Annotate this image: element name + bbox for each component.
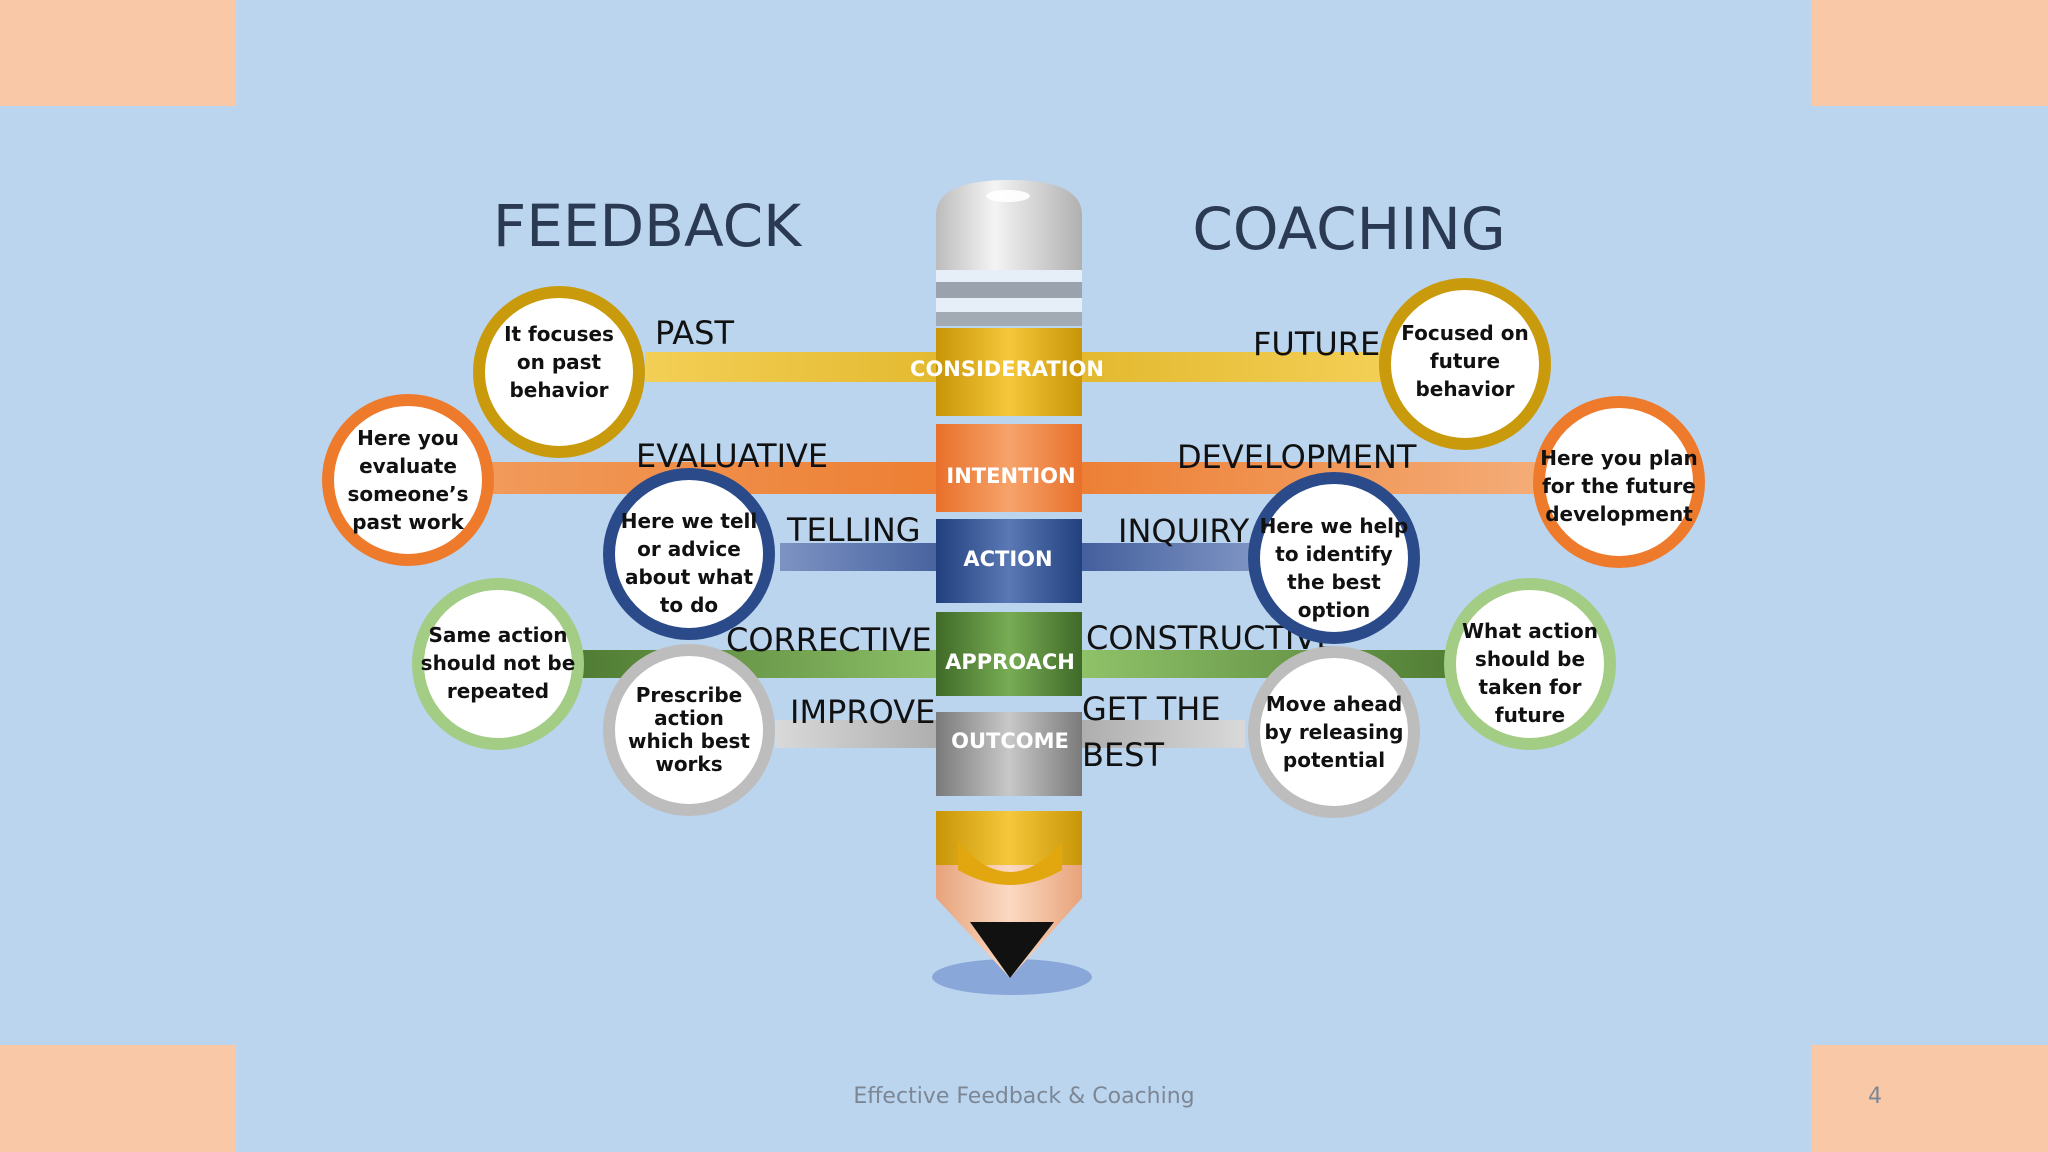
circle-text-line: It focuses [504,322,614,346]
circle-text-line: Same action [428,623,567,647]
ferrule-stripe [936,270,1082,282]
coaching-heading: COACHING [1192,195,1505,263]
past-label: PAST [655,314,734,352]
segment-intention [936,424,1082,512]
circle-constructive: What action should be taken for future [1444,578,1616,750]
improve-label: IMPROVE [790,693,935,731]
corner-bottom-right [1812,1045,2048,1152]
circle-text-line: repeated [447,679,549,703]
pencil [932,180,1092,995]
pencil-shadow [932,959,1092,995]
eraser-highlight [986,190,1030,202]
circle-text-line: for the future [1542,474,1696,498]
circle-text-line: should not be [421,651,576,675]
circle-text-line: the best [1287,570,1381,594]
consideration-label: CONSIDERATION [910,357,1104,381]
pencil-shaving-edge [958,842,1062,885]
telling-label: TELLING [786,511,921,549]
ferrule-stripe-2 [936,298,1082,312]
circle-text-line: works [655,752,722,776]
circle-text-line: Here we tell [621,509,758,533]
pencil-eraser [936,180,1082,270]
circle-past: It focuses on past behavior [473,286,645,458]
circle-corrective: Same action should not be repeated [412,578,584,750]
circle-text-line: future [1495,703,1565,727]
circle-evaluative-text: Here you evaluate someone’s past work [347,426,468,534]
circle-text-line: to identify [1275,542,1392,566]
get-the-label: GET THE [1082,690,1221,728]
circle-text-line: future [1430,349,1500,373]
corner-top-right [1812,0,2048,106]
circle-text-line: Focused on [1401,321,1528,345]
segment-consideration [936,328,1082,416]
development-label: DEVELOPMENT [1177,438,1417,476]
corner-top-left [0,0,236,106]
circle-text-line: option [1298,598,1370,622]
circle-past-text: It focuses on past behavior [504,322,614,402]
action-label: ACTION [963,547,1052,571]
circle-text-line: action [654,706,724,730]
circle-text-line: Here you plan [1540,446,1698,470]
future-label: FUTURE [1253,325,1380,363]
evaluative-label: EVALUATIVE [636,437,828,475]
segment-action [936,519,1082,603]
circle-evaluative: Here you evaluate someone’s past work [322,394,494,566]
circle-text-line: behavior [1415,377,1514,401]
circle-constructive-text: What action should be taken for future [1462,619,1598,727]
best-label: BEST [1082,736,1164,774]
circle-text-line: should be [1475,647,1585,671]
circle-development: Here you plan for the future development [1533,396,1705,568]
segment-outcome [936,712,1082,796]
circle-corrective-text: Same action should not be repeated [421,623,576,703]
footer-title: Effective Feedback & Coaching [853,1084,1195,1109]
pencil-lead [970,922,1054,978]
circle-telling: Here we tell or advice about what to do [603,468,775,640]
outcome-label: OUTCOME [951,729,1069,753]
circle-telling-text: Here we tell or advice about what to do [621,509,758,617]
approach-label: APPROACH [945,650,1075,674]
circle-text-line: past work [352,510,464,534]
circle-inquiry: Here we help to identify the best option [1248,472,1420,644]
circle-future: Focused on future behavior [1379,278,1551,450]
circle-text-line: on past [517,350,602,374]
circle-text-line: or advice [637,537,741,561]
circle-text-line: potential [1283,748,1385,772]
feedback-heading: FEEDBACK [493,192,803,260]
circle-development-text: Here you plan for the future development [1540,446,1698,526]
circle-text-line: taken for [1479,675,1582,699]
circle-text-line: about what [625,565,754,589]
intention-label: INTENTION [946,464,1075,488]
circle-text-line: What action [1462,619,1598,643]
circle-text-line: Move ahead [1266,692,1402,716]
corrective-label: CORRECTIVE [726,621,932,659]
circle-get-the-best: Move ahead by releasing potential [1248,646,1420,818]
circle-text-line: to do [660,593,718,617]
page-number: 4 [1868,1084,1882,1109]
circle-text-line: development [1545,502,1693,526]
circle-get-the-best-text: Move ahead by releasing potential [1265,692,1404,772]
circle-text-line: which best [628,729,750,753]
circle-text-line: Here we help [1260,514,1409,538]
circle-text-line: evaluate [359,454,457,478]
circle-text-line: by releasing [1265,720,1404,744]
circle-future-text: Focused on future behavior [1401,321,1528,401]
segment-approach [936,612,1082,696]
ferrule-band-2 [936,312,1082,326]
circle-text-line: Prescribe [636,683,742,707]
circle-text-line: someone’s [347,482,468,506]
inquiry-label: INQUIRY [1118,512,1250,550]
ferrule-band-1 [936,282,1082,298]
pencil-wood-tip [936,865,1082,978]
corner-bottom-left [0,1045,236,1152]
circle-inquiry-text: Here we help to identify the best option [1260,514,1409,622]
circle-text-line: Here you [357,426,459,450]
circle-text-line: behavior [509,378,608,402]
